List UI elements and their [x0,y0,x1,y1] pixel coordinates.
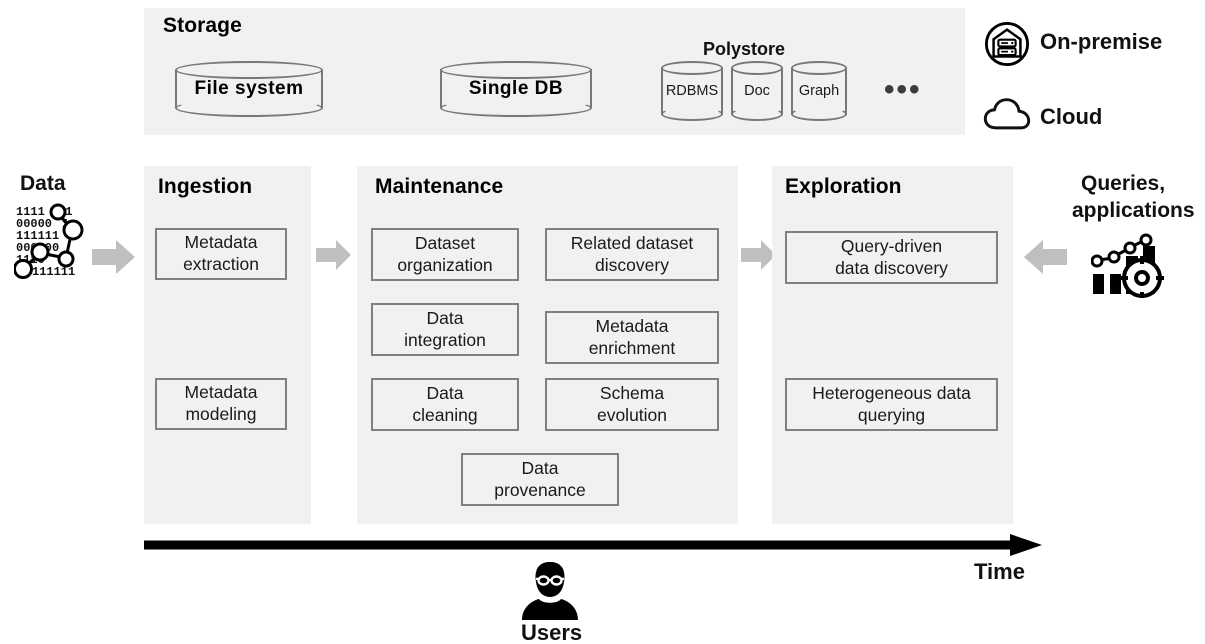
cylinder-label: File system [194,78,304,99]
cylinder-bottom [791,107,847,121]
cloud-label: Cloud [1040,104,1103,129]
arrow-ingestion-to-maintenance-icon [316,238,352,272]
storage-cylinder-file-system: File system [175,61,323,117]
polystore-cylinder-rdbms: RDBMS [661,61,723,121]
cylinder-label: RDBMS [665,83,719,99]
time-axis-label: Time [974,559,1025,584]
svg-text:111111: 111111 [16,229,59,243]
cylinder-label: Doc [744,83,770,99]
arrow-queries-to-exploration-icon [1024,238,1068,276]
polystore-cylinder-graph: Graph [791,61,847,121]
queries-endpoint-label-line1: Queries, [1081,172,1166,195]
cylinder-label: Graph [798,83,840,99]
svg-text:111111: 111111 [32,265,75,279]
cloud-icon [983,97,1031,136]
storage-panel-title: Storage [163,14,242,37]
arrow-data-to-ingestion-icon [92,238,136,276]
time-axis-arrow-icon [144,534,1044,561]
svg-text:1111: 1111 [16,205,45,219]
cylinder-bottom [661,107,723,121]
cylinder-top [731,61,783,75]
cylinder-bottom [175,99,323,117]
on-premise-server-icon [984,21,1030,72]
ingestion-panel [144,166,311,524]
analytics-target-icon [1090,232,1167,303]
cylinder-top [440,61,592,79]
exploration-panel-title: Exploration [785,175,902,198]
polystore-ellipsis-icon: ••• [884,73,922,106]
cylinder-top [175,61,323,79]
cylinder-body [731,68,783,114]
cylinder-label: Single DB [468,78,564,99]
arrow-maintenance-to-exploration-icon [741,238,777,272]
ingestion-panel-title: Ingestion [158,175,253,198]
on-premise-label: On-premise [1040,29,1163,54]
storage-cylinder-single-db: Single DB [440,61,592,117]
svg-text:00000: 00000 [16,217,52,231]
cylinder-bottom [731,107,783,121]
queries-endpoint-label-line2: applications [1072,199,1195,222]
maintenance-panel-title: Maintenance [375,175,504,198]
cylinder-top [791,61,847,75]
cylinder-top [661,61,723,75]
user-with-glasses-icon [520,560,580,627]
polystore-label: Polystore [703,39,786,59]
exploration-panel [772,166,1013,524]
data-endpoint-label: Data [20,172,66,195]
users-label: Users [521,620,583,644]
cylinder-bottom [440,99,592,117]
polystore-cylinder-doc: Doc [731,61,783,121]
